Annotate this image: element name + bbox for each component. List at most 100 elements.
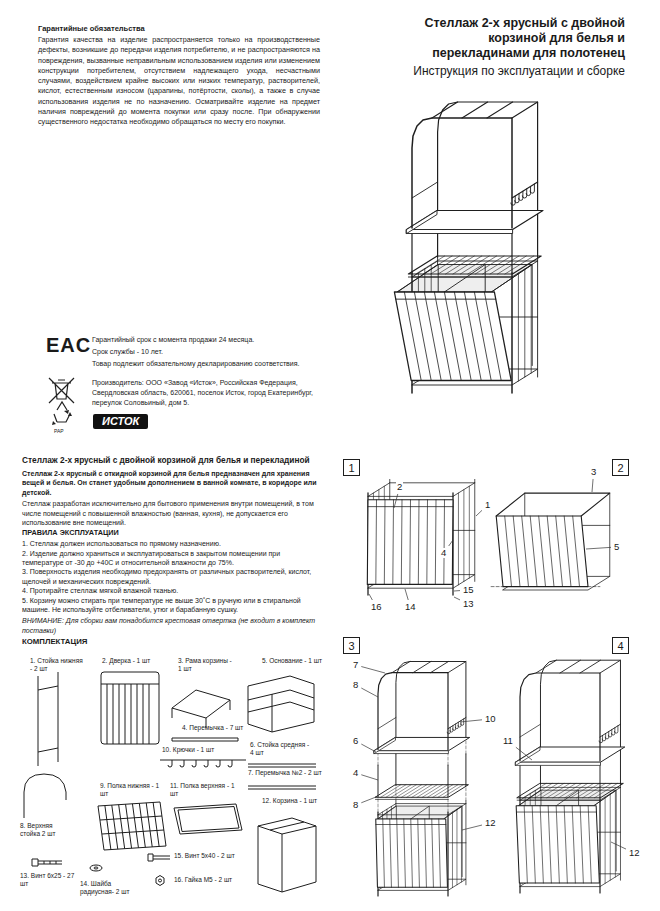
line-art bbox=[496, 493, 610, 516]
leader-lines bbox=[361, 479, 626, 849]
line-art bbox=[475, 256, 504, 274]
line-art bbox=[453, 483, 475, 497]
part-drawing bbox=[131, 684, 132, 744]
line-art bbox=[556, 806, 559, 883]
part-drawing bbox=[180, 760, 184, 767]
line-art bbox=[580, 660, 600, 673]
step2-illustration bbox=[491, 493, 610, 590]
line-art bbox=[532, 806, 535, 883]
line-art bbox=[571, 783, 594, 797]
line-art bbox=[564, 516, 571, 587]
step4-illustration bbox=[516, 660, 625, 893]
line-art bbox=[487, 102, 513, 118]
line-art bbox=[381, 785, 401, 798]
line-art bbox=[378, 804, 396, 815]
line-art bbox=[474, 292, 491, 381]
part-name: 4. Перемычка - 7 шт bbox=[182, 724, 257, 732]
line-art bbox=[418, 819, 420, 887]
part-name: 16. Гайка М5 - 2 шт bbox=[174, 876, 248, 884]
line-art bbox=[368, 483, 390, 497]
line-art bbox=[614, 726, 618, 733]
line-art bbox=[573, 516, 580, 587]
line-art bbox=[378, 814, 448, 815]
line-art bbox=[456, 809, 457, 885]
section-heading: ПРАВИЛА ЭКСПЛУАТАЦИИ bbox=[22, 529, 320, 538]
line-art bbox=[416, 256, 445, 274]
part-drawing bbox=[248, 764, 316, 767]
line-art bbox=[522, 516, 529, 587]
service-life: Срок службы - 10 лет. bbox=[92, 348, 342, 356]
line-art bbox=[412, 182, 438, 198]
line-art bbox=[523, 783, 546, 797]
leader-line bbox=[476, 510, 482, 516]
line-art bbox=[610, 794, 611, 880]
line-art bbox=[520, 673, 600, 761]
line-art bbox=[391, 785, 411, 798]
line-art bbox=[435, 500, 437, 585]
rule-item: 3. Поверхность изделия необходимо предох… bbox=[22, 567, 320, 586]
line-art bbox=[448, 718, 466, 729]
line-art bbox=[461, 806, 462, 882]
line-art bbox=[512, 102, 538, 118]
part-name: 11. Полка верхняя - 1 шт bbox=[170, 782, 242, 797]
part-drawing bbox=[24, 774, 66, 818]
leader-line bbox=[361, 744, 376, 752]
line-art bbox=[404, 292, 421, 381]
disposal-icon bbox=[49, 378, 74, 403]
part-drawing bbox=[112, 805, 118, 849]
leader-line bbox=[460, 720, 482, 722]
line-art bbox=[462, 102, 488, 118]
callout-number: 15 bbox=[462, 585, 475, 595]
line-art bbox=[559, 783, 582, 797]
callout-number: 4 bbox=[352, 768, 359, 778]
part-drawing bbox=[101, 672, 159, 744]
line-art bbox=[609, 493, 610, 576]
line-art bbox=[368, 496, 453, 497]
part-drawing bbox=[258, 818, 316, 892]
line-art bbox=[553, 783, 576, 797]
part-name: 3. Рама корзины - 1 шт bbox=[178, 657, 233, 672]
line-art bbox=[378, 673, 448, 750]
line-art bbox=[524, 806, 527, 883]
line-art bbox=[432, 819, 434, 887]
line-art bbox=[438, 785, 458, 798]
part-name: 5. Основание - 1 шт bbox=[262, 657, 334, 665]
part-name: 1. Стойка нижняя - 2 шт bbox=[30, 657, 85, 672]
line-art bbox=[413, 662, 431, 673]
line-art bbox=[407, 785, 427, 798]
certification-note: Товар подлежит обязательному декларирова… bbox=[92, 360, 342, 368]
line-art bbox=[407, 211, 437, 234]
usage-text: Стеллаж разработан исключительно для быт… bbox=[22, 499, 320, 527]
line-art bbox=[376, 819, 448, 887]
line-art bbox=[484, 292, 501, 381]
callout-number: 10 bbox=[484, 714, 497, 724]
step-number-box: 2 bbox=[612, 459, 629, 476]
leader-line bbox=[592, 479, 593, 492]
callout-number: 8 bbox=[352, 680, 359, 690]
line-art bbox=[464, 292, 481, 381]
warranty-text: Гарантия качества на изделие распростран… bbox=[38, 35, 320, 128]
part-name: 6. Стойка средняя - 4 шт bbox=[250, 741, 310, 756]
step-number-box: 3 bbox=[343, 637, 360, 654]
part-drawing bbox=[149, 684, 150, 744]
line-art bbox=[454, 292, 471, 381]
part-name: 12. Корзина - 1 шт bbox=[262, 797, 324, 805]
line-art bbox=[516, 747, 540, 765]
line-art bbox=[412, 118, 512, 228]
section-heading: Стеллаж 2-х ярусный с двойной корзиной д… bbox=[22, 456, 322, 466]
part-drawing bbox=[168, 760, 172, 767]
step-number: 1 bbox=[348, 462, 354, 474]
line-art bbox=[446, 256, 475, 274]
leader-line bbox=[454, 590, 460, 591]
line-art bbox=[516, 806, 599, 883]
line-art bbox=[520, 724, 540, 737]
line-art bbox=[407, 230, 513, 234]
line-art bbox=[376, 824, 446, 825]
part-drawing bbox=[113, 684, 114, 744]
line-art bbox=[564, 806, 567, 883]
line-art bbox=[396, 299, 496, 300]
line-art bbox=[401, 785, 421, 798]
leader-line bbox=[361, 688, 378, 697]
leader-line bbox=[405, 589, 408, 600]
line-art bbox=[520, 761, 521, 797]
